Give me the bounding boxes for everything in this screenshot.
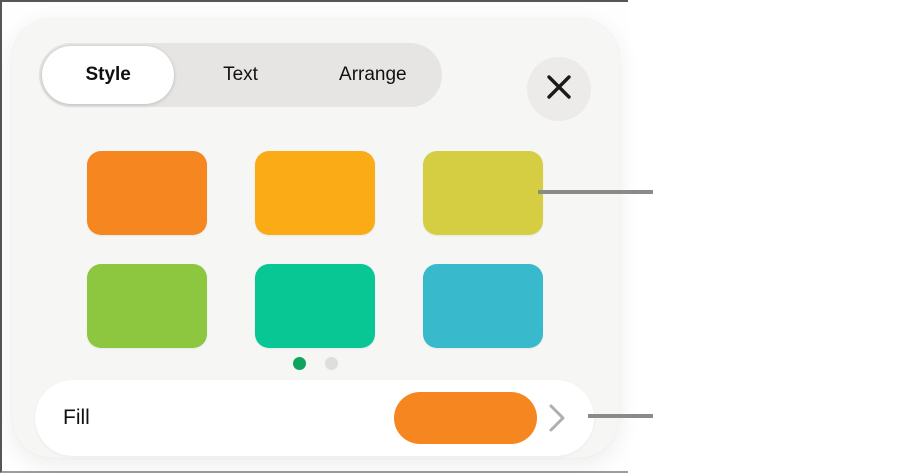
style-swatch-cyan[interactable] bbox=[423, 264, 543, 348]
callout-line-swatches bbox=[538, 190, 653, 194]
tab-arrange[interactable]: Arrange bbox=[339, 64, 407, 85]
close-button[interactable] bbox=[527, 57, 591, 121]
style-swatch-grid bbox=[87, 151, 543, 348]
callout-line-fill bbox=[588, 414, 653, 418]
fill-label: Fill bbox=[63, 406, 90, 429]
page-dot-1-active[interactable] bbox=[293, 357, 306, 370]
fill-row[interactable]: Fill bbox=[35, 380, 594, 456]
chevron-right-icon bbox=[547, 403, 567, 433]
style-swatch-olive[interactable] bbox=[423, 151, 543, 235]
style-swatch-amber[interactable] bbox=[255, 151, 375, 235]
page-dot-2[interactable] bbox=[325, 357, 338, 370]
fill-color-well[interactable] bbox=[394, 392, 537, 444]
close-icon bbox=[546, 74, 572, 105]
tab-style[interactable]: Style bbox=[42, 46, 175, 104]
screenshot-frame: Style Text Arrange Fill bbox=[0, 0, 628, 473]
tab-text[interactable]: Text bbox=[223, 64, 258, 85]
format-popover: Style Text Arrange Fill bbox=[12, 18, 619, 458]
style-swatch-green[interactable] bbox=[87, 264, 207, 348]
page-dots bbox=[12, 357, 619, 370]
format-tab-bar: Style Text Arrange bbox=[39, 43, 442, 107]
style-swatch-emerald[interactable] bbox=[255, 264, 375, 348]
style-swatch-orange[interactable] bbox=[87, 151, 207, 235]
